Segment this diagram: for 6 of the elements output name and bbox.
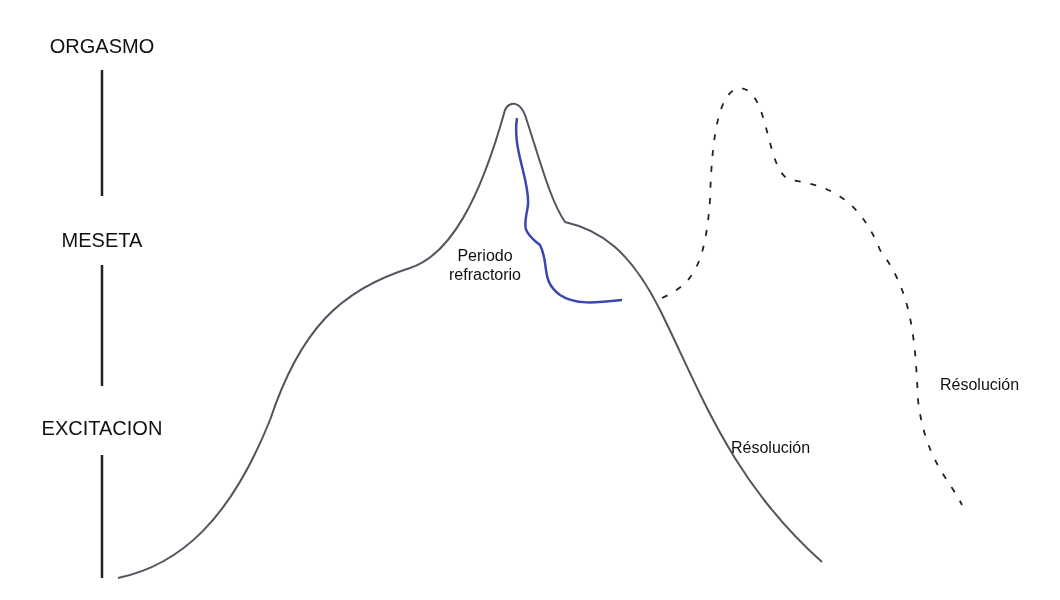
curve-label: Periodo refractorio	[448, 246, 522, 285]
axis-label: MESETA	[60, 228, 144, 252]
curve-label: Résolución	[731, 438, 812, 458]
curve-label: Résolución	[940, 375, 1021, 395]
axis-label: ORGASMO	[48, 34, 156, 58]
axis-label: EXCITACION	[40, 416, 164, 440]
